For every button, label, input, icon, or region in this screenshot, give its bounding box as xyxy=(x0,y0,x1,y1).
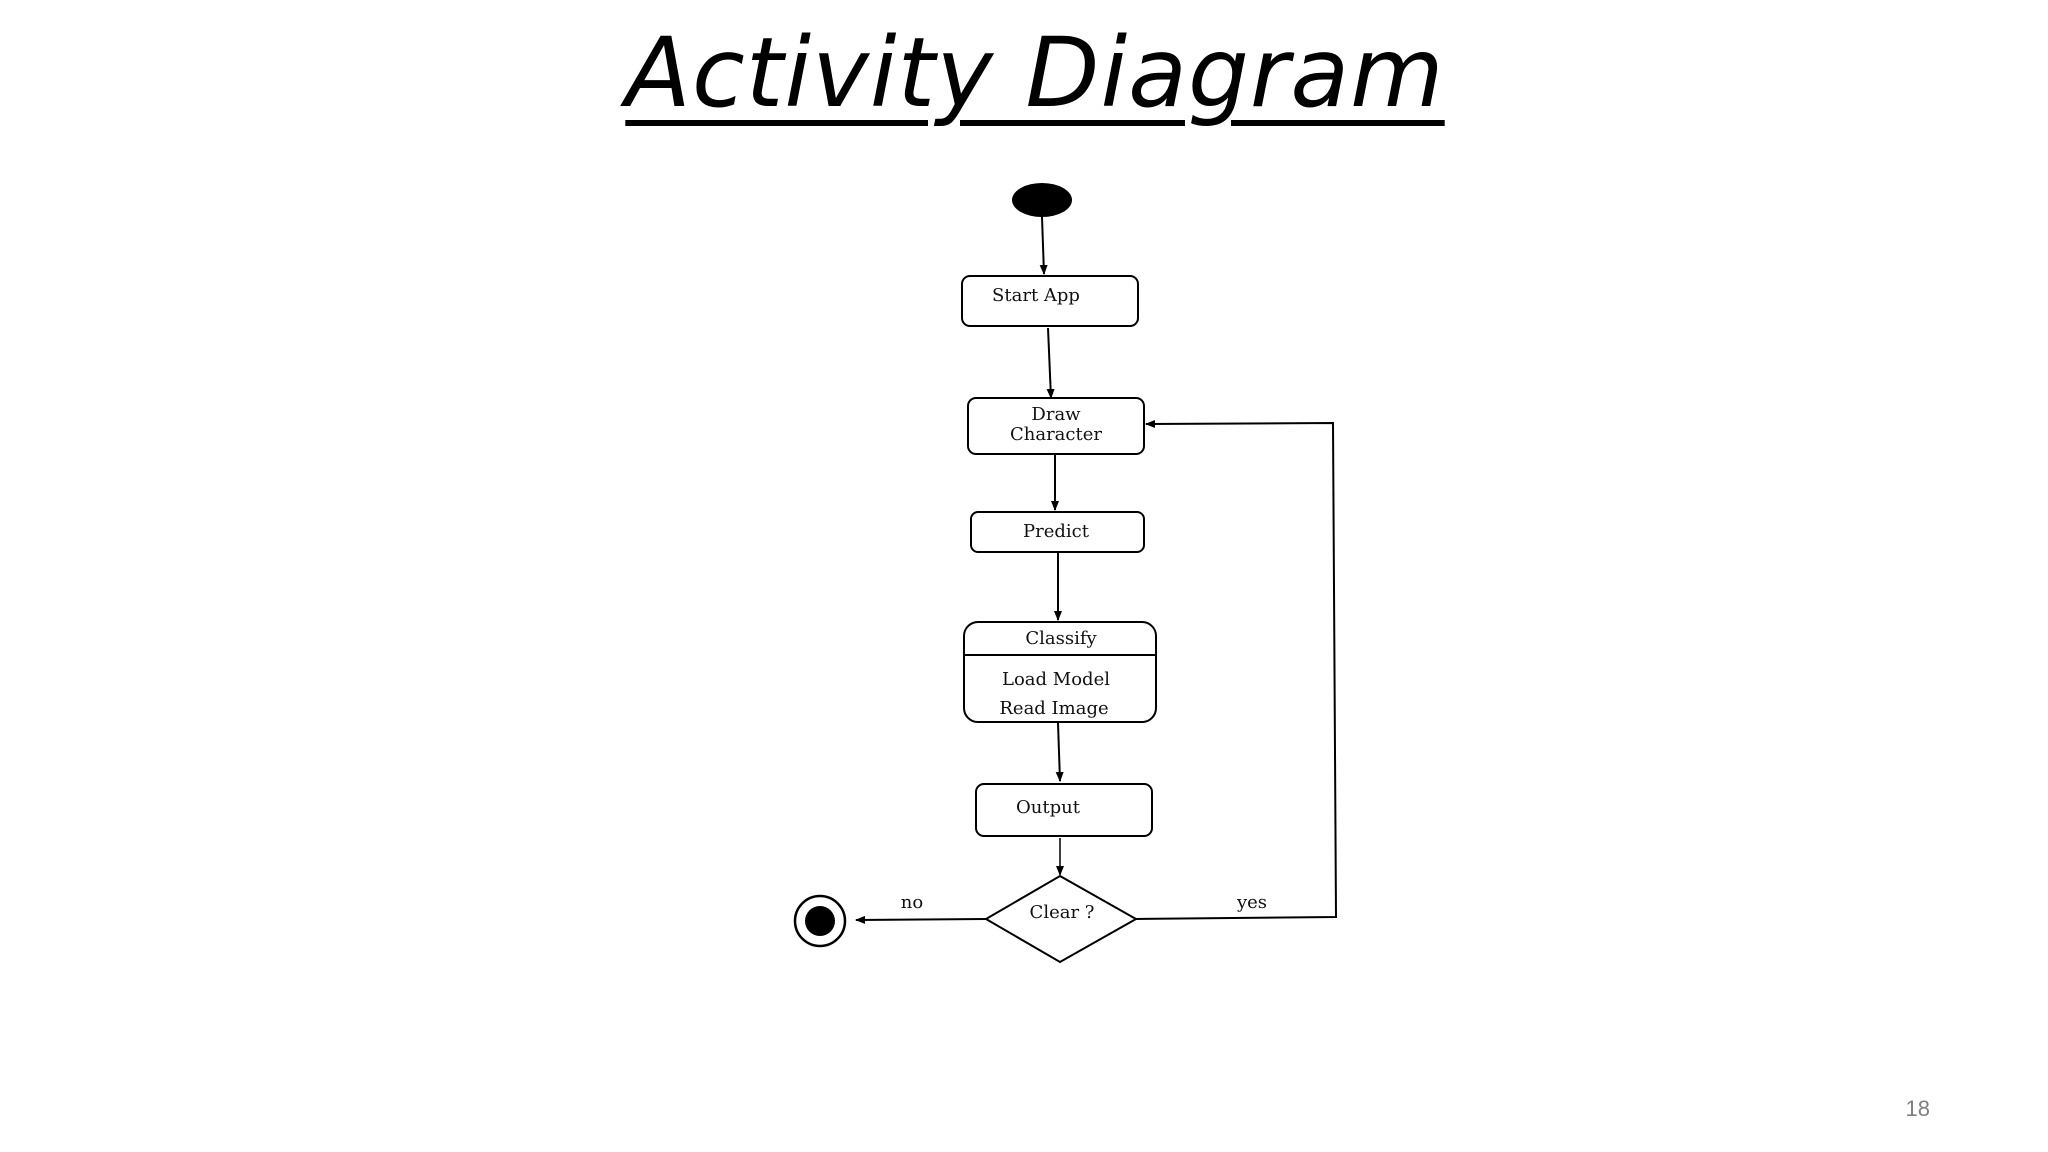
action-output-label: Output xyxy=(1016,797,1081,818)
initial-node xyxy=(1012,183,1072,217)
action-output xyxy=(975,783,1153,837)
decision-clear xyxy=(984,874,1139,964)
action-draw-character xyxy=(967,397,1145,455)
decision-clear-label: Clear ? xyxy=(1030,902,1095,923)
action-predict-label: Predict xyxy=(1023,521,1090,542)
action-classify xyxy=(963,621,1157,723)
action-start-app-label: Start App xyxy=(992,285,1080,306)
action-predict xyxy=(970,511,1145,553)
edge-initial-to-start-app xyxy=(1039,216,1048,275)
action-draw-character-line2: Character xyxy=(1010,424,1102,445)
action-classify-item-read-image: Read Image xyxy=(999,698,1108,719)
edge-label-no: no xyxy=(901,892,923,913)
edge-start-app-to-draw xyxy=(1046,327,1055,399)
slide-title: Activity Diagram xyxy=(0,18,2048,128)
action-start-app xyxy=(961,275,1139,327)
action-classify-item-load-model: Load Model xyxy=(1002,669,1110,690)
action-draw-character-line1: Draw xyxy=(1031,404,1081,425)
final-node-dot xyxy=(805,906,835,936)
slide-title-text: Activity Diagram xyxy=(625,17,1445,129)
edge-classify-to-output xyxy=(1055,722,1064,782)
edge-decision-no-to-final xyxy=(855,915,987,924)
edge-decision-yes-loop xyxy=(1135,419,1338,920)
page-number: 18 xyxy=(1905,1096,1930,1121)
edge-label-yes: yes xyxy=(1236,892,1267,913)
action-classify-header: Classify xyxy=(1025,628,1097,649)
